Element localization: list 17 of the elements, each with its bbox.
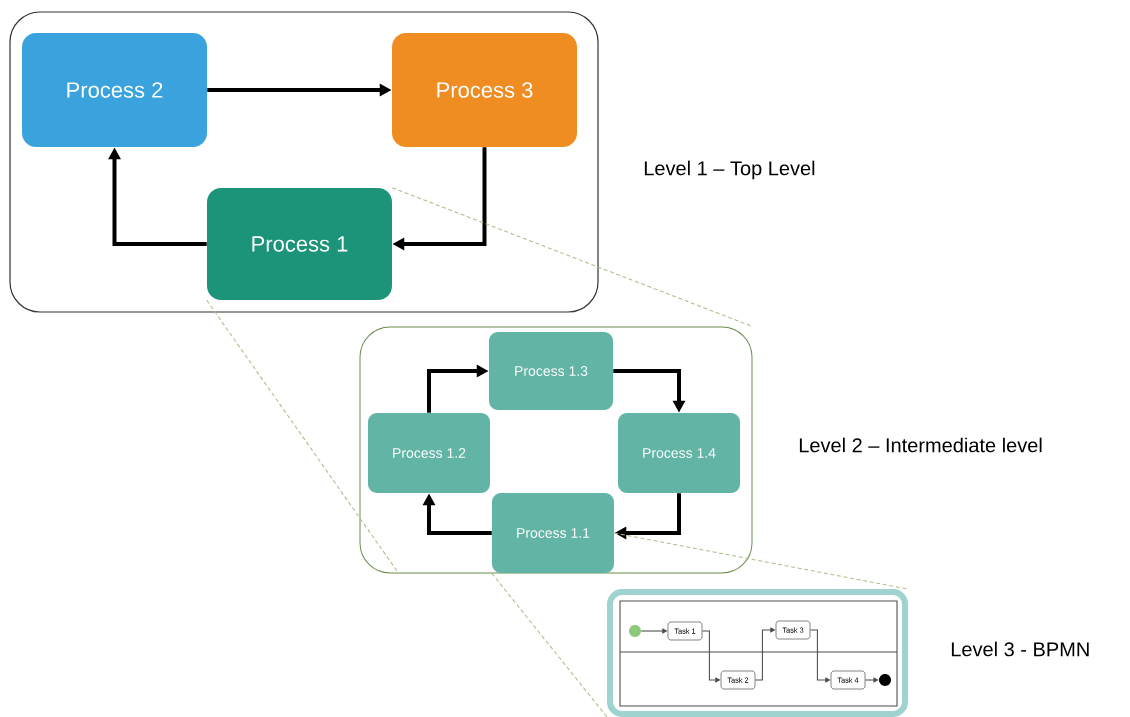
process-box: Process 3	[392, 33, 577, 147]
level-label: Level 2 – Intermediate level	[799, 437, 1042, 453]
zoom-line	[206, 299, 400, 575]
end-event	[879, 674, 891, 686]
process-box: Process 1.3	[489, 332, 613, 410]
process-box: Process 1.2	[368, 413, 490, 493]
zoom-line	[391, 187, 754, 328]
zoom-line	[491, 572, 608, 717]
level-label: Level 1 – Top Level	[644, 160, 815, 180]
process-box: Process 1	[207, 188, 392, 300]
zoom-line	[613, 532, 909, 590]
arrow	[864, 677, 879, 683]
start-event	[629, 625, 641, 637]
process-box: Process 1.1	[492, 493, 614, 573]
process-box: Process 2	[22, 33, 207, 147]
level-label: Level 3 - BPMN	[951, 641, 1089, 657]
process-box: Process 1.4	[618, 413, 740, 493]
